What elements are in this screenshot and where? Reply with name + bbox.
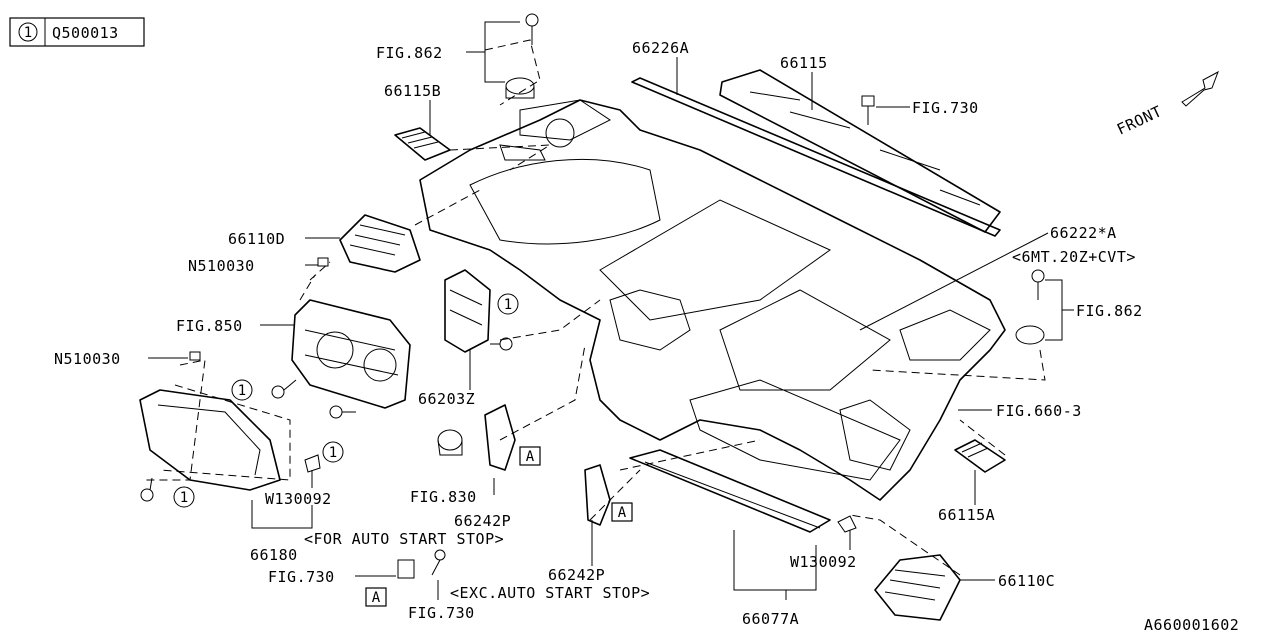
svg-text:1: 1 [504,297,512,313]
instrument-panel-body [419,99,1006,501]
label-66203Z: 66203Z [418,390,475,408]
lower-cover-66077A [629,449,831,533]
front-arrow-icon [1181,70,1219,107]
screw-fig730-top [861,95,875,125]
label-fig730-bottom: FIG.730 [268,568,335,586]
svg-text:1: 1 [238,383,246,399]
label-note-auto-start: <FOR AUTO START STOP> [304,530,504,548]
front-arrow: FRONT [1114,70,1219,139]
label-fig850: FIG.850 [176,317,243,335]
bracket-66242P-a [484,404,516,471]
label-fig862-top: FIG.862 [376,44,443,62]
label-66115A: 66115A [938,506,995,524]
label-w130092-a: W130092 [265,490,332,508]
clip-fig862-right [1015,269,1045,345]
clip-n510030-a [317,257,329,267]
label-note-exc-auto: <EXC.AUTO START STOP> [450,584,650,602]
clip-fig730-bottom [397,559,415,579]
module-66203Z [444,269,491,353]
meter-visor-66180 [139,389,281,491]
svg-text:1: 1 [329,445,337,461]
vent-66110C [874,554,961,621]
clip-w130092-a [304,454,321,473]
passenger-airbag-area [719,289,891,391]
svg-text:A: A [618,505,627,521]
panel-strip-66226A [631,77,1001,237]
label-n510030-b: N510030 [54,350,121,368]
label-66222A-note: <6MT.20Z+CVT> [1012,248,1136,266]
label-66222A: 66222*A [1050,224,1117,242]
front-label: FRONT [1114,102,1165,138]
label-66110C: 66110C [998,572,1055,590]
defroster-grille-66115 [719,69,1001,233]
screw-ref1-a [271,379,297,399]
label-fig830: FIG.830 [410,488,477,506]
vent-66115A [954,439,1006,473]
reference-badge-number: 1 [24,25,32,41]
svg-text:1: 1 [180,490,188,506]
svg-text:A: A [372,590,381,606]
combination-meter-fig850 [291,299,411,409]
screw-ref1-d [490,337,513,351]
vent-66110D [339,214,421,273]
callout-A-c: A [365,587,387,607]
label-fig660-3: FIG.660-3 [996,402,1082,420]
callout-1-c: 1 [322,441,344,463]
instrument-panel-assembly [419,69,1006,501]
switch-fig830 [437,429,463,456]
label-66180: 66180 [250,546,298,564]
label-66115: 66115 [780,54,828,72]
label-w130092-b: W130092 [790,553,857,571]
label-66242P-b: 66242P [548,566,605,584]
label-66242P-a: 66242P [454,512,511,530]
reference-badge-code: Q500013 [52,24,119,42]
clip-fig862-top [505,13,539,99]
svg-text:A: A [526,449,535,465]
callout-1-a: 1 [497,293,519,315]
label-fig730-top: FIG.730 [912,99,979,117]
label-66077A: 66077A [742,610,799,628]
label-fig862-right: FIG.862 [1076,302,1143,320]
label-66115B: 66115B [384,82,441,100]
callout-A-a: A [519,446,541,466]
callout-1-d: 1 [173,486,195,508]
label-66110D: 66110D [228,230,285,248]
callout-1-b: 1 [231,379,253,401]
drawing-number: A660001602 [1144,616,1239,634]
clip-w130092-b [837,515,857,533]
label-n510030-a: N510030 [188,257,255,275]
callout-A-b: A [611,502,633,522]
reference-badge: 1 Q500013 [9,17,145,47]
label-66226A: 66226A [632,39,689,57]
clip-n510030-b [189,351,201,361]
vent-66115B [394,127,451,161]
bracket-66242P-b [584,464,611,526]
screw-fig730-bottom2 [431,549,446,576]
screw-ref1-b [329,405,356,419]
screw-ref1-c [140,477,154,502]
label-fig730-bottom2: FIG.730 [408,604,475,622]
